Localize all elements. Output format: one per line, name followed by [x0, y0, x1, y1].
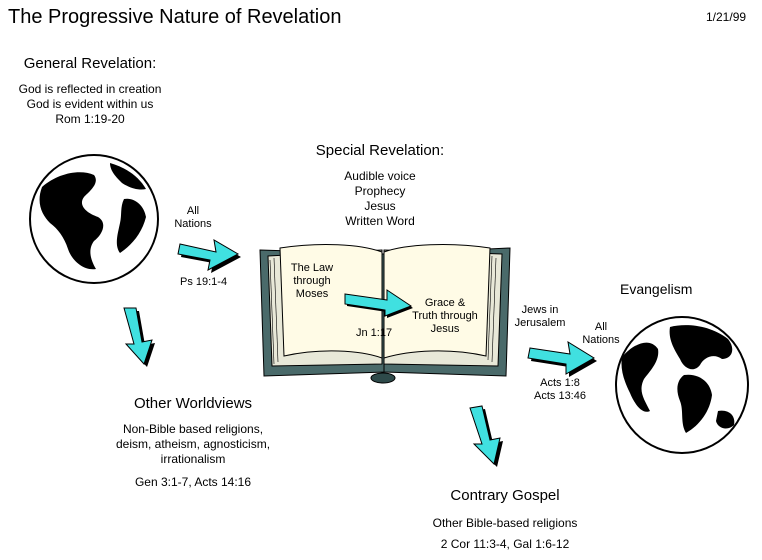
- special-revelation-line: Jesus: [364, 199, 396, 213]
- open-bible-icon: [259, 244, 511, 384]
- general-revelation-block: General Revelation: God is reflected in …: [0, 55, 180, 127]
- globe-icon: [29, 154, 159, 284]
- special-revelation-line: Prophecy: [354, 184, 406, 198]
- all-nations-label-top: All: [186, 205, 200, 217]
- all-nations-label: All Nations: [168, 205, 218, 231]
- arrow-law-to-grace: [344, 289, 413, 318]
- all-nations-label-bottom: Nations: [174, 218, 212, 230]
- contrary-gospel-ref: 2 Cor 11:3-4, Gal 1:6-12: [440, 537, 570, 551]
- worldviews-line: deism, atheism, agnosticism,: [115, 437, 271, 451]
- jn-ref: Jn 1:17: [356, 327, 393, 339]
- jews-line: Jerusalem: [514, 317, 566, 329]
- arrow-to-worldviews: [123, 307, 155, 367]
- nations-line: All: [594, 321, 608, 333]
- special-revelation-line: Written Word: [345, 214, 415, 228]
- grace-label: Grace & Truth through Jesus: [405, 297, 485, 336]
- law-line: Moses: [295, 288, 329, 300]
- arrow-to-evangelism: [527, 340, 597, 377]
- worldviews-line: irrationalism: [160, 452, 226, 466]
- arrow-to-contrary-gospel: [469, 405, 503, 467]
- acts-refs: Acts 1:8 Acts 13:46: [520, 377, 600, 403]
- worldviews-ref: Gen 3:1-7, Acts 14:16: [134, 475, 252, 489]
- contrary-gospel-line: Other Bible-based religions: [432, 516, 578, 530]
- special-revelation-heading: Special Revelation:: [315, 142, 445, 159]
- general-revelation-line: God is evident within us: [26, 97, 154, 111]
- grace-line: Jesus: [430, 323, 460, 335]
- contrary-gospel-heading: Contrary Gospel: [450, 487, 560, 504]
- grace-line: Grace &: [424, 297, 466, 309]
- arrow-to-book: [177, 239, 241, 273]
- law-label: The Law through Moses: [282, 262, 342, 301]
- other-worldviews-block: Other Worldviews Non-Bible based religio…: [88, 395, 298, 490]
- date-label: 1/21/99: [706, 10, 747, 24]
- ps-ref: Ps 19:1-4: [180, 276, 228, 288]
- globe-icon: [615, 316, 749, 454]
- contrary-gospel-block: Contrary Gospel Other Bible-based religi…: [410, 487, 600, 552]
- evangelism-heading: Evangelism: [620, 281, 693, 297]
- grace-line: Truth through: [412, 310, 478, 322]
- worldviews-line: Non-Bible based religions,: [122, 422, 264, 436]
- jews-line: Jews in: [521, 304, 559, 316]
- law-line: through: [293, 275, 331, 287]
- general-revelation-line: God is reflected in creation: [18, 82, 162, 96]
- nations-label: All Nations: [576, 321, 626, 347]
- general-revelation-ref: Rom 1:19-20: [55, 112, 125, 126]
- other-worldviews-heading: Other Worldviews: [133, 395, 253, 412]
- page-title: The Progressive Nature of Revelation: [8, 6, 342, 28]
- nations-line: Nations: [582, 334, 620, 346]
- special-revelation-block: Special Revelation: Audible voice Prophe…: [290, 142, 470, 229]
- law-line: The Law: [290, 262, 334, 274]
- acts-ref: Acts 1:8: [540, 377, 580, 389]
- special-revelation-line: Audible voice: [344, 169, 416, 183]
- general-revelation-heading: General Revelation:: [23, 55, 157, 72]
- acts-ref: Acts 13:46: [534, 390, 586, 402]
- jews-label: Jews in Jerusalem: [510, 304, 570, 330]
